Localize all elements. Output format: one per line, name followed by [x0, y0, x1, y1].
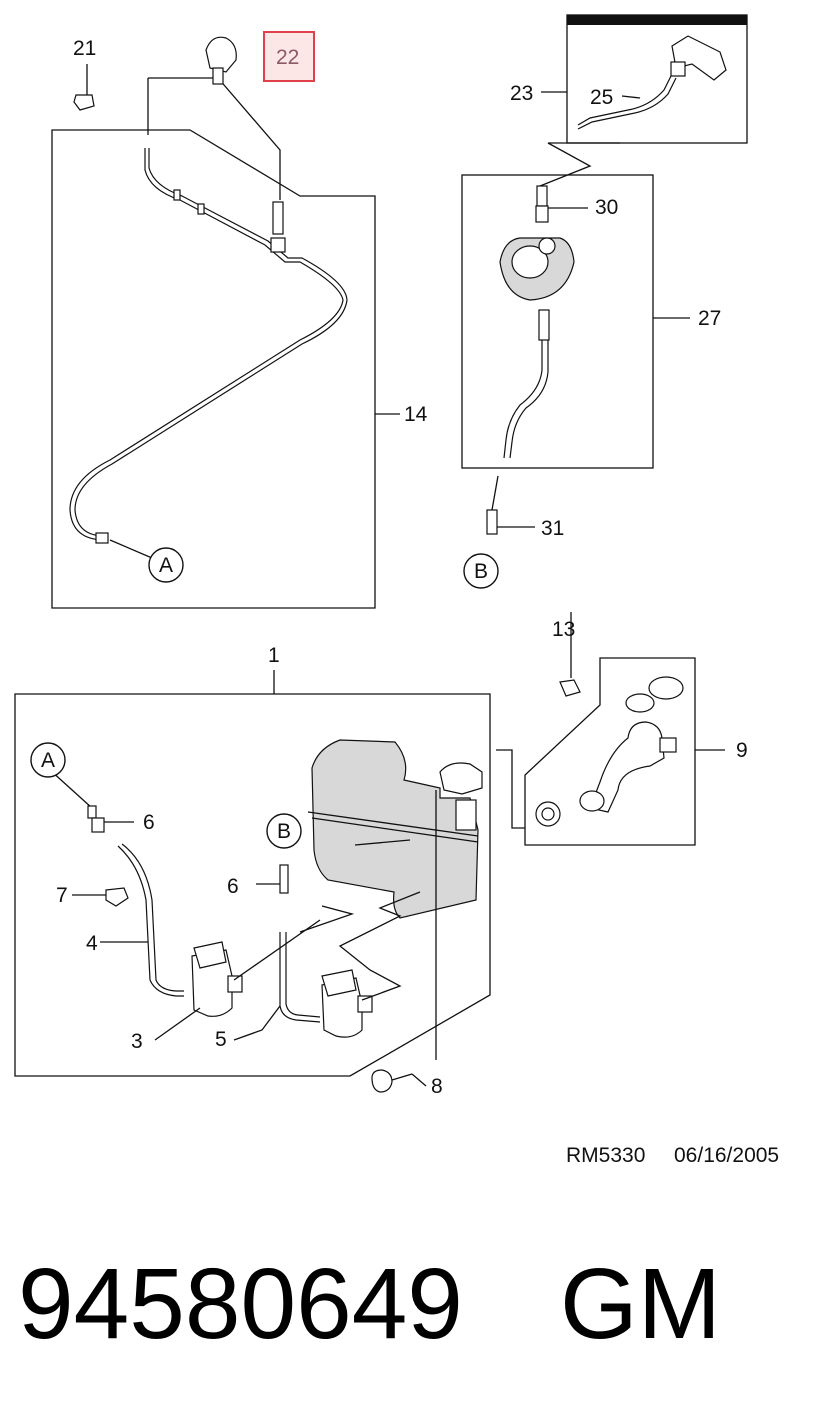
callout-13: 13	[552, 618, 575, 641]
connector-a-top: A	[148, 547, 184, 583]
callout-4: 4	[86, 932, 98, 955]
callout-22: 22	[276, 46, 299, 69]
callout-30: 30	[595, 196, 618, 219]
connector-b-bottom: B	[266, 813, 302, 849]
connector-b-top: B	[463, 553, 499, 589]
callout-7: 7	[56, 884, 68, 907]
clip-21	[73, 64, 95, 111]
washer-hose-assembly-14	[51, 77, 400, 609]
callout-8: 8	[431, 1075, 443, 1098]
reservoir-assembly-1	[14, 670, 491, 1093]
highlight-box-22	[263, 31, 315, 82]
svg-text:B: B	[277, 820, 291, 843]
callout-23: 23	[510, 82, 533, 105]
callout-21: 21	[73, 37, 96, 60]
brand-label: GM	[560, 1248, 721, 1360]
drawing-date: 06/16/2005	[674, 1144, 779, 1167]
nozzle-assembly-27	[461, 174, 690, 535]
callout-5: 5	[215, 1028, 227, 1051]
svg-text:A: A	[41, 749, 55, 772]
callout-31: 31	[541, 517, 564, 540]
drawing-reference: RM5330	[566, 1144, 645, 1167]
part-number: 94580649	[18, 1248, 463, 1360]
callout-27: 27	[698, 307, 721, 330]
svg-text:A: A	[159, 554, 173, 577]
callout-6b: 6	[227, 875, 239, 898]
callout-3: 3	[131, 1030, 143, 1053]
washer-nozzle-22	[205, 36, 237, 85]
inset-23	[539, 14, 748, 187]
callout-6a: 6	[143, 811, 155, 834]
callout-14: 14	[404, 403, 428, 426]
callout-9: 9	[736, 739, 748, 762]
callout-25: 25	[590, 86, 613, 109]
callout-1: 1	[268, 644, 280, 667]
svg-text:B: B	[474, 560, 488, 583]
connector-a-bottom: A	[30, 742, 66, 778]
filler-neck-9	[496, 612, 725, 846]
